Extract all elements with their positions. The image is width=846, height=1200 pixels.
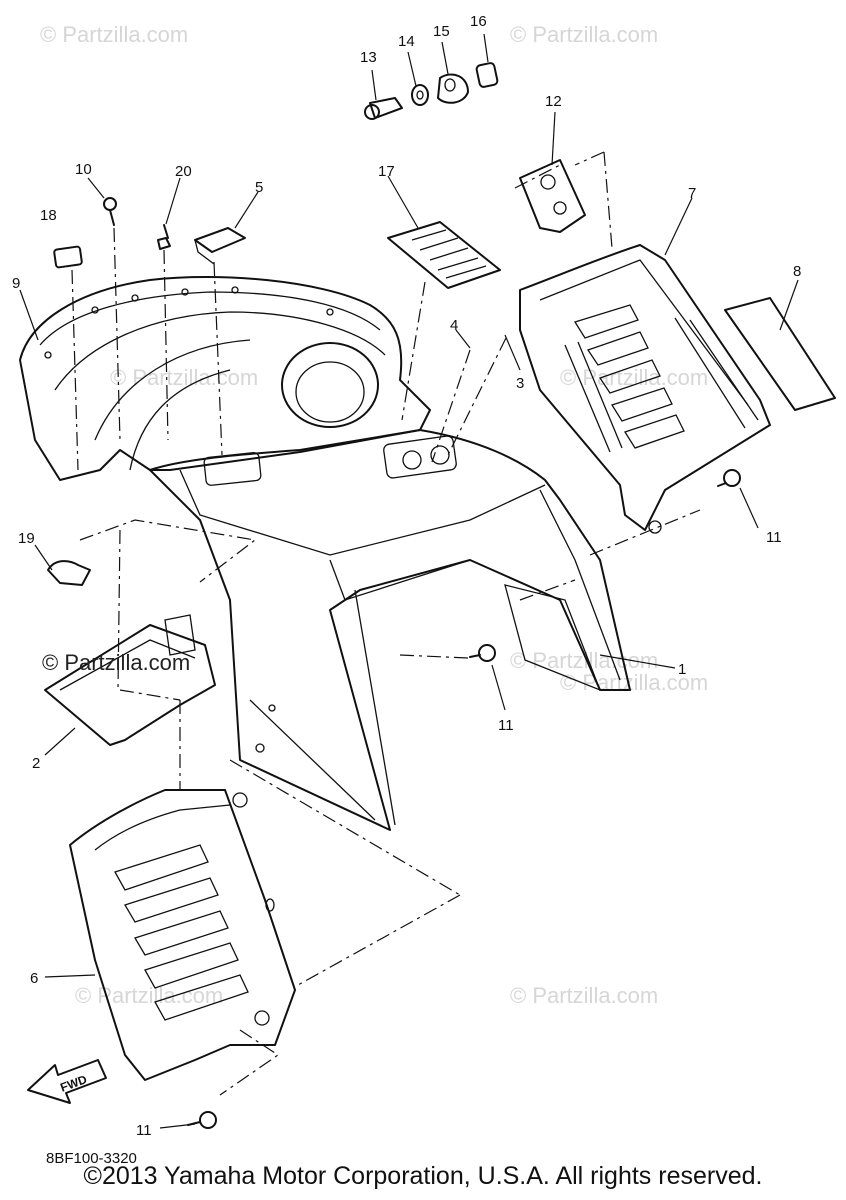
vent-slots (574, 304, 685, 449)
part-small-block (53, 245, 83, 269)
callout-label: 11 (136, 1122, 152, 1139)
watermark: © Partzilla.com (510, 22, 658, 47)
part-small-panel (44, 614, 216, 746)
fasteners (103, 197, 741, 1129)
callout-label: 8 (793, 263, 801, 280)
callout-label: 9 (12, 275, 20, 292)
callout-label: 7 (688, 185, 696, 202)
callout-label: 18 (40, 207, 57, 224)
drawing-code: 8BF100-3320 (46, 1150, 137, 1167)
callout-label: 4 (450, 317, 458, 334)
leader-lines (19, 33, 799, 1129)
center-watermark: © Partzilla.com (42, 650, 190, 675)
callout-label: 12 (545, 93, 562, 110)
vent-slots (114, 844, 249, 1021)
callout-label: 16 (470, 13, 487, 30)
watermark: © Partzilla.com (560, 670, 708, 695)
copyright-notice: ©2013 Yamaha Motor Corporation, U.S.A. A… (83, 1162, 763, 1190)
callout-label: 2 (32, 755, 40, 772)
watermark: © Partzilla.com (110, 365, 258, 390)
fwd-label: FWD (58, 1072, 89, 1095)
callout-label: 11 (766, 529, 782, 546)
callout-label: 14 (398, 33, 415, 50)
part-left-lower-cover (69, 789, 296, 1081)
callout-numbers: 13 14 15 16 12 10 20 5 17 7 18 9 8 4 3 1… (12, 13, 801, 1139)
watermark: © Partzilla.com (75, 983, 223, 1008)
callout-label: 17 (378, 163, 395, 180)
callout-label: 19 (18, 530, 35, 547)
part-dash-shell (19, 276, 457, 486)
part-bracket-plate (519, 159, 586, 233)
callout-label: 1 (678, 661, 686, 678)
hardware-13-16 (364, 62, 499, 120)
watermark-layer: © Partzilla.com © Partzilla.com © Partzi… (40, 22, 708, 1008)
callout-label: 6 (30, 970, 38, 987)
part-right-cover (519, 244, 771, 534)
callout-label: 10 (75, 161, 92, 178)
callout-label: 13 (360, 49, 377, 66)
part-foam-pad (724, 297, 836, 411)
part-label-decal (387, 221, 501, 289)
callout-label: 11 (498, 717, 514, 734)
assembly-lines (71, 151, 701, 1096)
callout-label: 20 (175, 163, 192, 180)
part-cap-pad (194, 227, 246, 265)
part-clip (47, 560, 91, 586)
callout-label: 5 (255, 179, 263, 196)
watermark: © Partzilla.com (40, 22, 188, 47)
watermark: © Partzilla.com (510, 983, 658, 1008)
callout-label: 15 (433, 23, 450, 40)
callout-label: 3 (516, 375, 524, 392)
fwd-arrow: FWD (27, 1059, 107, 1104)
watermark: © Partzilla.com (560, 365, 708, 390)
part-front-cowling (149, 429, 631, 831)
